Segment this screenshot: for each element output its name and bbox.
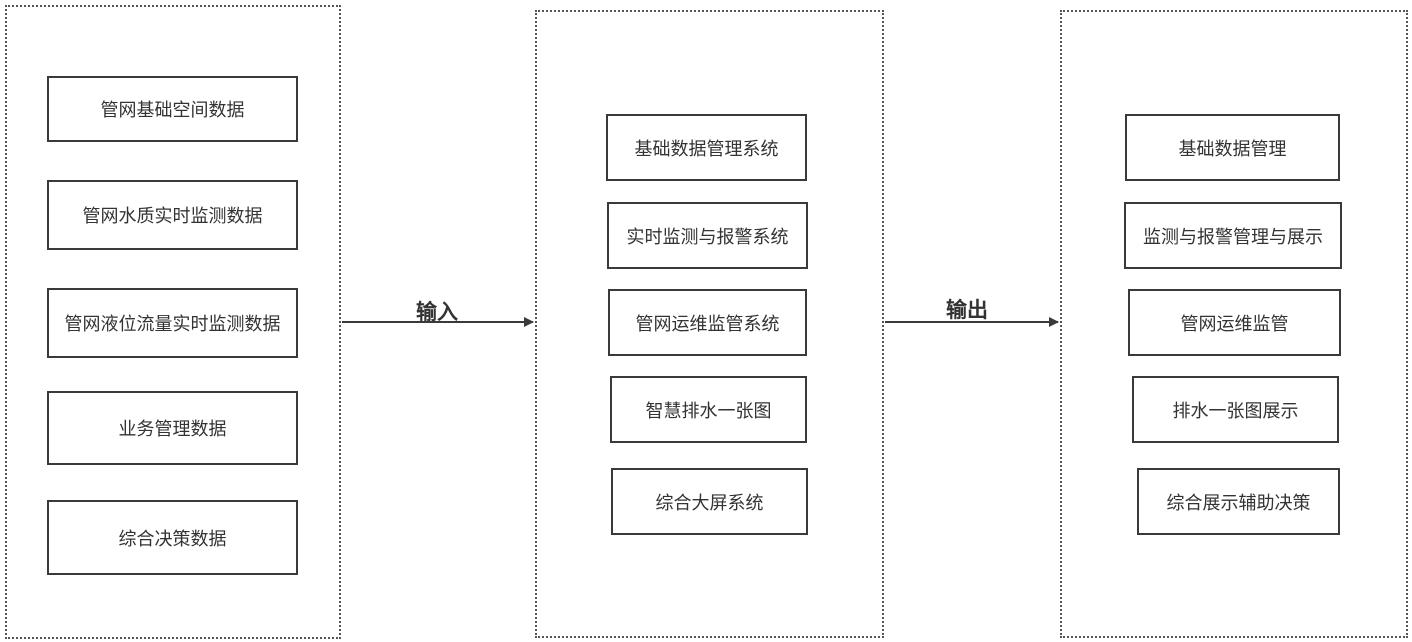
input-box-water-quality-data: 管网水质实时监测数据 (47, 180, 298, 250)
output-box-monitor-alarm: 监测与报警管理与展示 (1124, 202, 1342, 269)
input-arrow-label: 输入 (416, 300, 458, 324)
input-box-business-data: 业务管理数据 (47, 391, 298, 465)
system-box-monitor-alarm: 实时监测与报警系统 (607, 202, 808, 269)
output-arrow-label: 输出 (946, 298, 988, 322)
output-box-basic-data: 基础数据管理 (1125, 114, 1340, 181)
input-box-level-flow-data: 管网液位流量实时监测数据 (47, 288, 298, 358)
output-box-drainage-map: 排水一张图展示 (1132, 376, 1339, 443)
system-group (535, 10, 884, 638)
system-box-operation: 管网运维监管系统 (608, 289, 807, 356)
output-group (1060, 10, 1408, 638)
input-data-group (5, 5, 341, 639)
system-box-big-screen: 综合大屏系统 (611, 468, 808, 535)
input-box-decision-data: 综合决策数据 (47, 500, 298, 575)
system-box-drainage-map: 智慧排水一张图 (610, 376, 807, 443)
system-box-basic-data: 基础数据管理系统 (606, 114, 807, 181)
output-box-decision: 综合展示辅助决策 (1137, 468, 1340, 535)
output-box-operation: 管网运维监管 (1128, 289, 1341, 356)
input-box-spatial-data: 管网基础空间数据 (47, 76, 298, 142)
